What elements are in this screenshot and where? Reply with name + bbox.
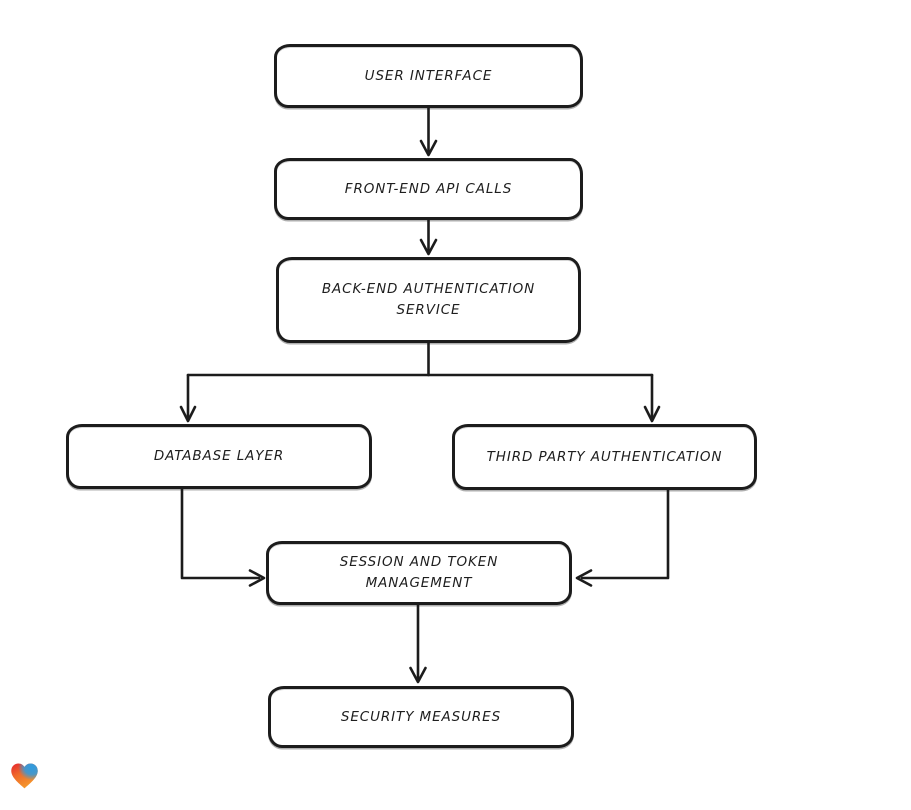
node-security-measures[interactable]: SECURITY MEASURES bbox=[268, 686, 574, 748]
node-third-party-authentication[interactable]: THIRD PARTY AUTHENTICATION bbox=[452, 424, 757, 490]
node-database-layer[interactable]: DATABASE LAYER bbox=[66, 424, 372, 489]
node-security-measures-label: SECURITY MEASURES bbox=[340, 708, 502, 725]
edge-session-to-security bbox=[409, 602, 427, 684]
edge-backend-branch bbox=[179, 340, 661, 423]
node-back-end-authentication-service-label: BACK-END AUTHENTICATION SERVICE bbox=[321, 281, 536, 318]
node-front-end-api-calls[interactable]: FRONT-END API CALLS bbox=[274, 158, 583, 220]
node-user-interface-label: USER INTERFACE bbox=[364, 67, 493, 84]
edge-ui-to-frontend bbox=[419, 105, 438, 157]
node-session-and-token-management[interactable]: SESSION AND TOKEN MANAGEMENT bbox=[266, 541, 572, 605]
node-back-end-authentication-service[interactable]: BACK-END AUTHENTICATION SERVICE bbox=[276, 257, 581, 343]
node-user-interface[interactable]: USER INTERFACE bbox=[274, 44, 583, 108]
gradient-heart-logo-icon bbox=[11, 763, 38, 789]
node-third-party-authentication-label: THIRD PARTY AUTHENTICATION bbox=[486, 448, 723, 465]
edge-thirdparty-to-session bbox=[575, 486, 670, 587]
edge-database-to-session bbox=[180, 485, 266, 587]
edge-frontend-to-backend bbox=[419, 217, 438, 256]
node-front-end-api-calls-label: FRONT-END API CALLS bbox=[344, 180, 513, 197]
node-session-and-token-management-label: SESSION AND TOKEN MANAGEMENT bbox=[339, 554, 499, 591]
node-database-layer-label: DATABASE LAYER bbox=[153, 448, 285, 465]
